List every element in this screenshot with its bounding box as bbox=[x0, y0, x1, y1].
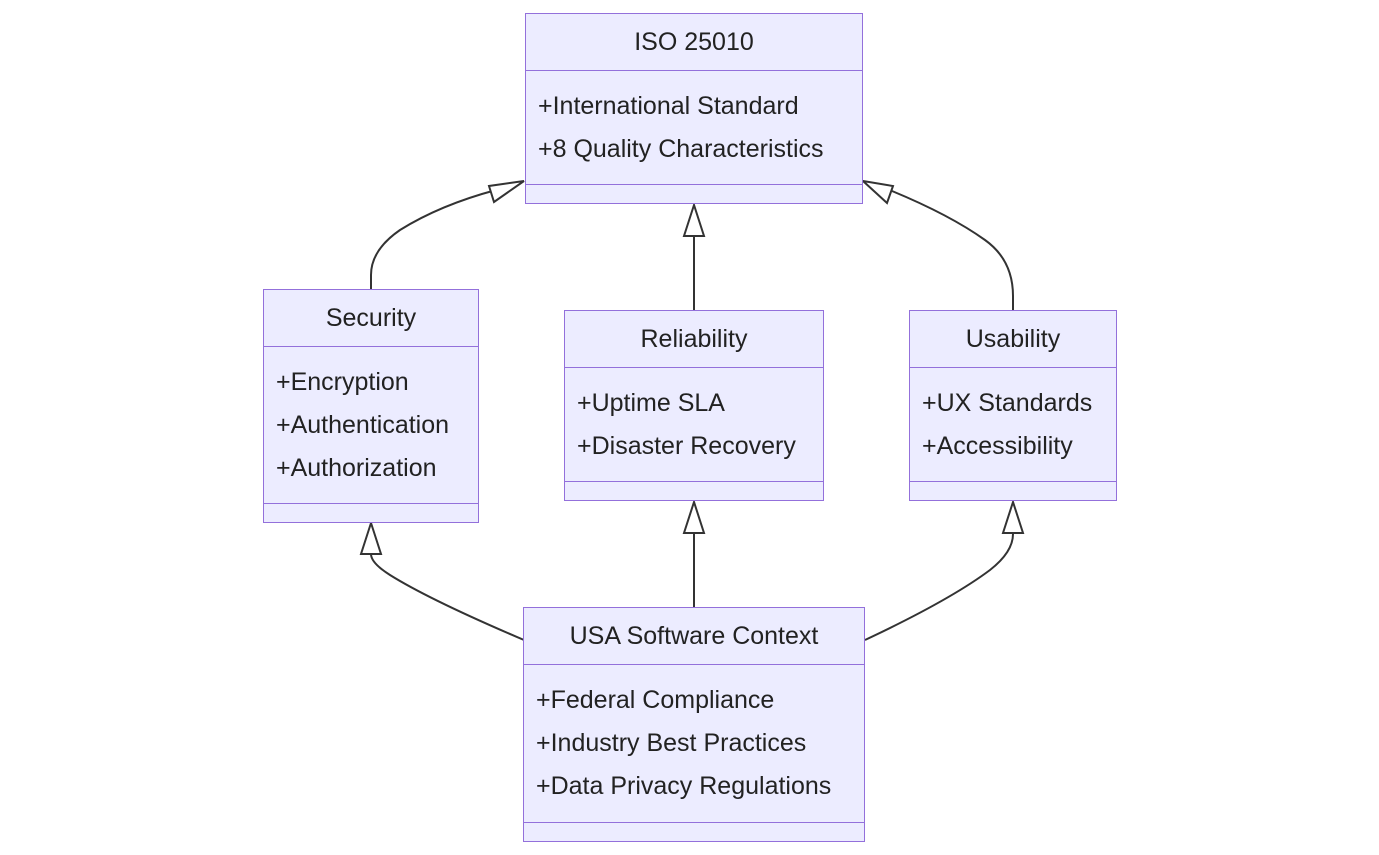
class-attribute: +UX Standards bbox=[922, 389, 1093, 417]
class-attribute: +Authentication bbox=[276, 411, 450, 439]
edge-usa-to-usability bbox=[864, 533, 1014, 641]
class-attributes: +Encryption +Authentication +Authorizati… bbox=[264, 347, 478, 504]
class-usa-software-context: USA Software Context +Federal Compliance… bbox=[523, 607, 865, 842]
class-attributes: +International Standard +8 Quality Chara… bbox=[526, 71, 862, 185]
class-name: ISO 25010 bbox=[526, 14, 862, 71]
class-name: Security bbox=[264, 290, 478, 347]
class-reliability: Reliability +Uptime SLA +Disaster Recove… bbox=[564, 310, 824, 501]
edge-usa-to-security bbox=[370, 553, 525, 641]
class-methods bbox=[526, 185, 862, 202]
inheritance-arrowhead bbox=[1001, 498, 1025, 534]
class-methods bbox=[565, 482, 823, 499]
class-attribute: +Disaster Recovery bbox=[577, 432, 796, 460]
class-usability: Usability +UX Standards +Accessibility bbox=[909, 310, 1117, 501]
class-attribute: +Data Privacy Regulations bbox=[536, 772, 832, 800]
class-attribute: +Encryption bbox=[276, 368, 409, 396]
class-methods bbox=[524, 823, 864, 840]
edge-usability-to-iso bbox=[891, 190, 1014, 311]
class-attributes: +Federal Compliance +Industry Best Pract… bbox=[524, 665, 864, 823]
class-attribute: +Accessibility bbox=[922, 432, 1073, 460]
inheritance-arrowhead bbox=[682, 201, 706, 237]
class-iso-25010: ISO 25010 +International Standard +8 Qua… bbox=[525, 13, 863, 204]
class-attribute: +Uptime SLA bbox=[577, 389, 725, 417]
class-attribute: +Federal Compliance bbox=[536, 686, 775, 714]
class-name: Reliability bbox=[565, 311, 823, 368]
class-attributes: +UX Standards +Accessibility bbox=[910, 368, 1116, 482]
inheritance-arrowhead bbox=[859, 179, 895, 205]
class-attributes: +Uptime SLA +Disaster Recovery bbox=[565, 368, 823, 482]
class-attribute: +International Standard bbox=[538, 92, 799, 120]
class-attribute: +8 Quality Characteristics bbox=[538, 135, 824, 163]
class-attribute: +Industry Best Practices bbox=[536, 729, 807, 757]
inheritance-arrowhead bbox=[359, 519, 383, 555]
class-methods bbox=[910, 482, 1116, 499]
class-name: USA Software Context bbox=[524, 608, 864, 665]
class-security: Security +Encryption +Authentication +Au… bbox=[263, 289, 479, 523]
inheritance-arrowhead bbox=[682, 498, 706, 534]
class-attribute: +Authorization bbox=[276, 454, 437, 482]
edge-security-to-iso bbox=[370, 189, 497, 290]
class-name: Usability bbox=[910, 311, 1116, 368]
inheritance-arrowhead bbox=[487, 180, 525, 204]
class-methods bbox=[264, 504, 478, 521]
